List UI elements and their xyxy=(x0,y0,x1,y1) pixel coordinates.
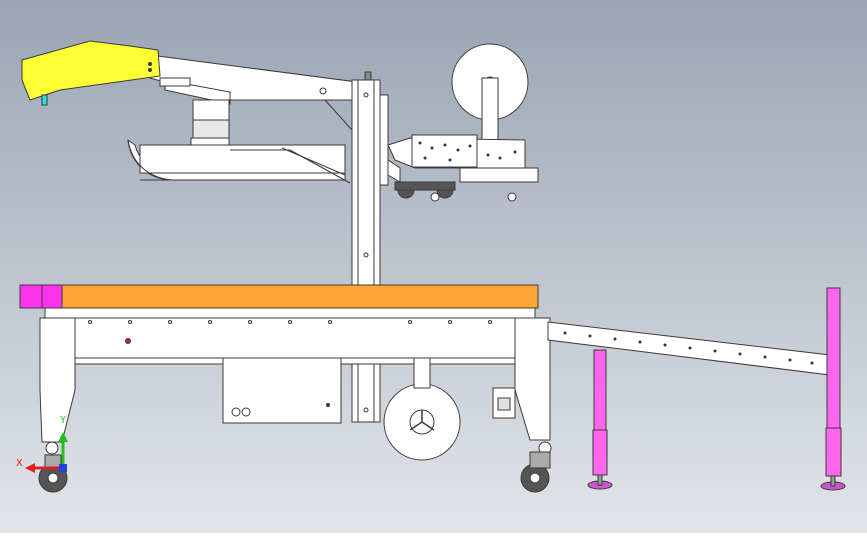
tape-head-base xyxy=(459,167,539,183)
x-axis-label: X xyxy=(16,458,23,469)
top-flap-folder xyxy=(21,40,161,101)
tape-roll-arm xyxy=(481,77,499,149)
y-axis-label: Y xyxy=(59,415,67,426)
belt-end-cap xyxy=(19,284,63,309)
arm-connector xyxy=(159,77,191,87)
cylinder-block-mid xyxy=(192,119,230,139)
conveyor-belt xyxy=(59,284,539,309)
z-axis-arrow xyxy=(59,464,67,472)
control-box xyxy=(222,357,342,424)
central-column xyxy=(351,79,381,423)
extension-leg-right-lower xyxy=(825,427,842,477)
conveyor-rail xyxy=(44,307,536,319)
arm-pivot-hole xyxy=(319,87,327,95)
column-side-plate xyxy=(379,94,389,186)
lower-roll-arm xyxy=(413,357,431,389)
cyan-tab xyxy=(41,94,48,106)
right-leg xyxy=(514,317,551,441)
column-cap xyxy=(364,71,372,81)
extension-leg-right-upper xyxy=(826,287,841,429)
extension-leg-left-upper xyxy=(593,349,607,431)
extension-leg-left-lower xyxy=(592,429,608,476)
conveyor-frame xyxy=(39,317,551,359)
coordinate-triad: X Y xyxy=(16,415,68,473)
cylinder-block-top xyxy=(192,99,230,121)
